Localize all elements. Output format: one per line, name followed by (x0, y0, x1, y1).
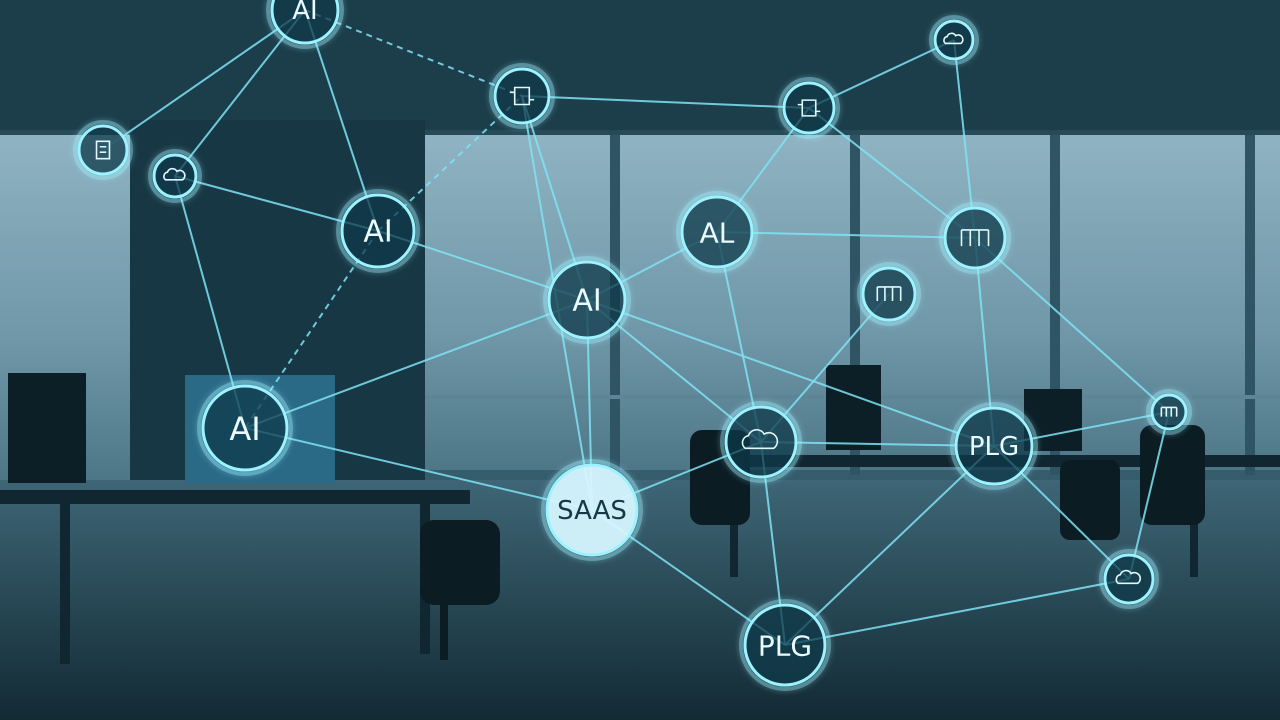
network-link (784, 578, 1130, 646)
network-node-ai: AI (336, 189, 420, 273)
ceiling (0, 0, 1280, 130)
network-nodes: AI AI AI AL AI SAAS PLG PLG (73, 0, 1192, 691)
grid-icon (1160, 406, 1178, 417)
network-link (784, 445, 995, 646)
network-link (244, 299, 588, 429)
network-node-saas: SAAS (541, 459, 643, 561)
network-node-puzzle-icon (489, 63, 555, 129)
node-label: SAAS (557, 496, 627, 526)
network-node-cloud-icon (1099, 549, 1159, 609)
tools-icon (876, 286, 902, 302)
network-link (974, 237, 1170, 413)
network-link (716, 231, 976, 239)
cloud-icon (163, 167, 186, 181)
node-label: AI (572, 284, 601, 319)
network-node-bars-icon (939, 202, 1011, 274)
puzzle-icon (509, 86, 535, 106)
network-node-chip-icon (778, 77, 840, 139)
clipboard-icon (95, 140, 111, 160)
network-node-plg: PLG (950, 402, 1038, 490)
network-node-al: AL (676, 191, 758, 273)
node-label: AI (292, 0, 317, 26)
node-label: AI (229, 410, 260, 448)
network-node-ai: AI (543, 256, 631, 344)
network-node-clipboard-icon (73, 120, 133, 180)
cloud-icon (741, 428, 779, 450)
network-node-cloud-icon (720, 401, 802, 483)
network-node-tools-icon (857, 262, 921, 326)
network-node-cloud-network-icon (929, 15, 979, 65)
node-label: PLG (758, 630, 812, 663)
network-link (1128, 411, 1170, 580)
node-label: AL (700, 217, 735, 250)
node-label: AI (363, 215, 392, 250)
network-link (244, 427, 593, 511)
network-link (808, 39, 955, 109)
network-link (808, 107, 976, 239)
network-node-plg: PLG (739, 599, 831, 691)
chip-icon (797, 99, 821, 117)
node-label: PLG (969, 432, 1019, 462)
network-link (586, 299, 995, 447)
network-node-ai: AI (197, 380, 293, 476)
cloud-network-icon (943, 32, 964, 45)
network-links (102, 9, 1170, 646)
network-node-cloud-icon (148, 149, 202, 203)
bars-icon (960, 229, 990, 247)
network-node-ai: AI (266, 0, 344, 49)
cloud-icon (1115, 569, 1142, 585)
network-link (521, 95, 810, 109)
network-node-grid-icon (1146, 389, 1192, 435)
network-link (102, 9, 306, 151)
network-link (174, 175, 246, 429)
